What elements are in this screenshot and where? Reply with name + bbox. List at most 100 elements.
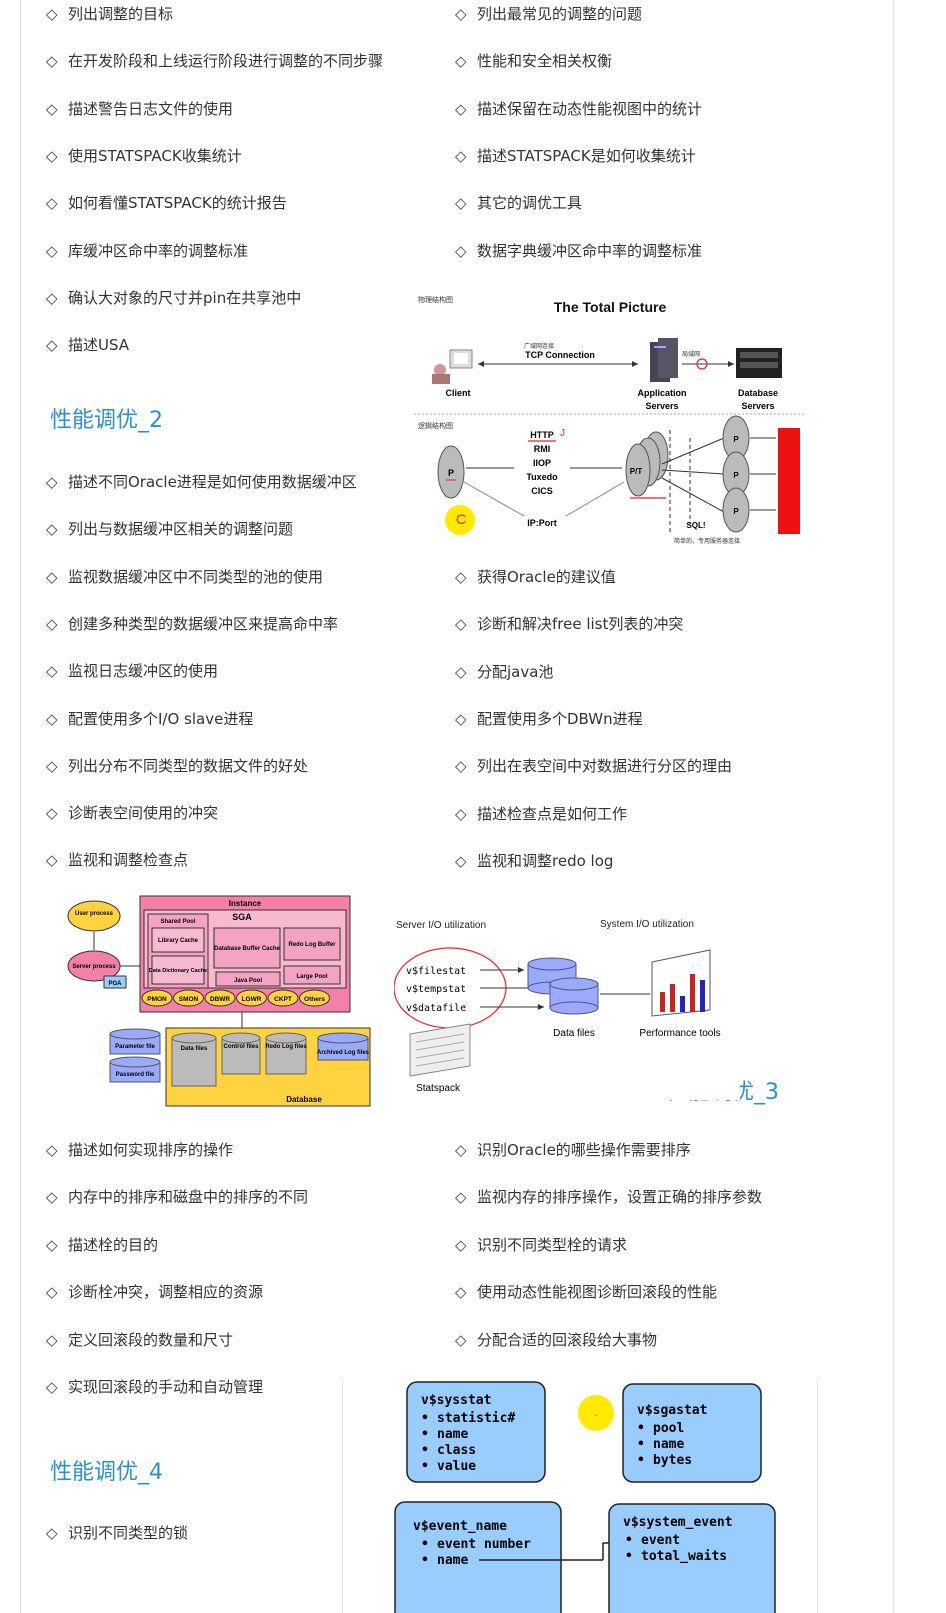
diamond-bullet-icon: ◇ bbox=[455, 241, 467, 260]
redo-log-buffer-label: Redo Log Buffer bbox=[289, 942, 337, 948]
fig1-db-label-2: Servers bbox=[741, 401, 774, 411]
diamond-bullet-icon: ◇ bbox=[46, 99, 58, 118]
svg-text:•: • bbox=[421, 1411, 429, 1426]
fig1-tag-logical: 逻辑结构图 bbox=[418, 421, 453, 430]
database-label: Database bbox=[286, 1095, 322, 1104]
list-item-text: 配置使用多个I/O slave进程 bbox=[68, 709, 254, 728]
fig1-protocol-iiop: IIOP bbox=[533, 458, 551, 468]
data-files-label: Data files bbox=[181, 1046, 208, 1052]
list-item-text: 在开发阶段和上线运行阶段进行调整的不同步骤 bbox=[68, 52, 384, 71]
fig1-protocol-tuxedo: Tuxedo bbox=[526, 472, 558, 482]
diamond-bullet-icon: ◇ bbox=[46, 5, 58, 23]
process-label-dbwr: DBWR bbox=[210, 996, 231, 1003]
svg-text:•: • bbox=[625, 1533, 633, 1548]
diamond-bullet-icon: ◇ bbox=[46, 1235, 58, 1254]
data-files-caption: Data files bbox=[553, 1028, 595, 1039]
fig1-sql-label: SQL! bbox=[686, 521, 705, 530]
list-item-text: 配置使用多个DBWn进程 bbox=[477, 709, 643, 728]
performance-tools-chart-icon bbox=[651, 949, 711, 1017]
list-item-text: 诊断表空间使用的冲突 bbox=[68, 804, 219, 823]
diamond-bullet-icon: ◇ bbox=[46, 52, 58, 71]
diamond-bullet-icon: ◇ bbox=[455, 851, 467, 870]
list-item-text: 描述保留在动态性能视图中的统计 bbox=[477, 99, 703, 118]
fig1-p-3: P bbox=[733, 507, 739, 516]
s2-right-item-6: ◇ 描述检查点是如何工作 bbox=[455, 804, 627, 824]
process-pmon bbox=[141, 989, 173, 1007]
list-item-text: 列出调整的目标 bbox=[68, 5, 174, 23]
view-filestat: v$filestat bbox=[406, 966, 466, 977]
fig1-tcp-label: TCP Connection bbox=[525, 350, 595, 360]
view-sysstat-name: v$sysstat bbox=[421, 1393, 491, 1408]
diamond-bullet-icon: ◇ bbox=[455, 99, 467, 118]
diamond-bullet-icon: ◇ bbox=[46, 1330, 58, 1349]
control-files-label: Control files bbox=[223, 1044, 259, 1050]
fig1-pt-label: P/T bbox=[630, 467, 643, 476]
s2-right-item-2: ◇诊断和解决free list列表的冲突 bbox=[455, 614, 683, 634]
svg-text:•: • bbox=[637, 1453, 645, 1468]
diamond-bullet-icon: ◇ bbox=[46, 1378, 58, 1396]
list-item-text: 识别不同类型栓的请求 bbox=[477, 1235, 628, 1254]
view-system-event-name: v$system_event bbox=[623, 1515, 733, 1530]
diamond-bullet-icon: ◇ bbox=[455, 568, 467, 586]
view-datafile: v$datafile bbox=[406, 1003, 466, 1014]
diamond-bullet-icon: ◇ bbox=[455, 804, 467, 823]
diamond-bullet-icon: ◇ bbox=[46, 851, 58, 870]
figure-io-utilization: Server I/O utilization System I/O utiliz… bbox=[394, 910, 740, 1100]
process-ckpt bbox=[267, 989, 299, 1007]
diamond-bullet-icon: ◇ bbox=[455, 1188, 467, 1207]
s2-right-item-1: ◇获得Oracle的建议值 bbox=[455, 567, 616, 587]
process-label-pmon: PMON bbox=[147, 996, 167, 1003]
sysstat-col-2: name bbox=[437, 1427, 468, 1442]
fig1-database-bar bbox=[778, 428, 800, 534]
list-item-text: 描述检查点是如何工作 bbox=[477, 804, 628, 823]
redo-log-files-label: Redo Log files bbox=[265, 1044, 307, 1050]
diamond-bullet-icon: ◇ bbox=[46, 473, 58, 491]
list-item-text: 库缓冲区命中率的调整标准 bbox=[68, 241, 249, 260]
fig1-db-label-1: Database bbox=[738, 388, 778, 398]
list-item-text: 性能和安全相关权衡 bbox=[477, 52, 613, 71]
top-right-item-3: ◇ 描述保留在动态性能视图中的统计 bbox=[455, 99, 702, 119]
list-item-text: 使用动态性能视图诊断回滚段的性能 bbox=[477, 1283, 718, 1302]
list-item-text: 描述STATSPACK是如何收集统计 bbox=[477, 146, 696, 165]
list-item-text: 监视数据缓冲区中不同类型的池的使用 bbox=[68, 567, 324, 586]
data-dictionary-cache-label: Data Dictionary Cache bbox=[149, 968, 207, 974]
diamond-bullet-icon: ◇ bbox=[455, 1330, 467, 1349]
s3-left-item-3: ◇描述栓的目的 bbox=[46, 1235, 158, 1255]
process-label-ckpt: CKPT bbox=[274, 996, 292, 1003]
s3-right-item-2: ◇ 监视内存的排序操作，设置正确的排序参数 bbox=[455, 1187, 762, 1207]
db-buffer-cache-label: Database Buffer Cache bbox=[214, 946, 280, 952]
top-right-item-2: ◇性能和安全相关权衡 bbox=[455, 51, 612, 71]
s2-left-item-6: ◇配置使用多个I/O slave进程 bbox=[46, 709, 253, 729]
fig1-c-marker: C bbox=[456, 511, 466, 527]
list-item-text: 监视和调整检查点 bbox=[68, 851, 189, 870]
list-item-text: 描述USA bbox=[68, 336, 130, 355]
list-item-text: 分配java池 bbox=[477, 662, 554, 681]
s2-right-item-7: ◇监视和调整redo log bbox=[455, 851, 613, 871]
list-item-text: 监视内存的排序操作，设置正确的排序参数 bbox=[477, 1188, 763, 1207]
system-io-label: System I/O utilization bbox=[600, 919, 694, 930]
list-item-text: 诊断栓冲突，调整相应的资源 bbox=[68, 1283, 264, 1302]
fig1-app-label-1: Application bbox=[638, 388, 687, 398]
list-item-text: 分配合适的回滚段给大事物 bbox=[477, 1330, 658, 1349]
diamond-bullet-icon: ◇ bbox=[46, 194, 58, 213]
fig1-lan-label: 局域网 bbox=[682, 350, 700, 358]
svg-text:•: • bbox=[421, 1459, 429, 1474]
figure-dynamic-views: v$sysstat • statistic# • name • class • … bbox=[342, 1378, 818, 1613]
list-item-text: 描述警告日志文件的使用 bbox=[68, 99, 234, 118]
sgastat-col-2: name bbox=[653, 1437, 684, 1452]
diamond-bullet-icon: ◇ bbox=[46, 1283, 58, 1302]
performance-tools-caption: Performance tools bbox=[639, 1028, 720, 1039]
top-left-item-3: ◇ 描述警告日志文件的使用 bbox=[46, 99, 233, 119]
top-left-item-7: ◇确认大对象的尺寸并pin在共享池中 bbox=[46, 288, 301, 308]
list-item-text: 实现回滚段的手动和自动管理 bbox=[68, 1378, 264, 1396]
diamond-bullet-icon: ◇ bbox=[46, 1188, 58, 1207]
parameter-file-label: Parameter file bbox=[115, 1044, 155, 1050]
fig1-app-label-2: Servers bbox=[645, 401, 678, 411]
s2-left-item-5: ◇监视日志缓冲区的使用 bbox=[46, 661, 218, 681]
list-item-text: 描述如何实现排序的操作 bbox=[68, 1141, 234, 1159]
application-server-icon bbox=[650, 338, 678, 382]
s2-right-item-4: ◇配置使用多个DBWn进程 bbox=[455, 709, 643, 729]
list-item-text: 内存中的排序和磁盘中的排序的不同 bbox=[68, 1188, 309, 1207]
diamond-bullet-icon: ◇ bbox=[455, 757, 467, 776]
fig1-p-1: P bbox=[733, 435, 739, 444]
